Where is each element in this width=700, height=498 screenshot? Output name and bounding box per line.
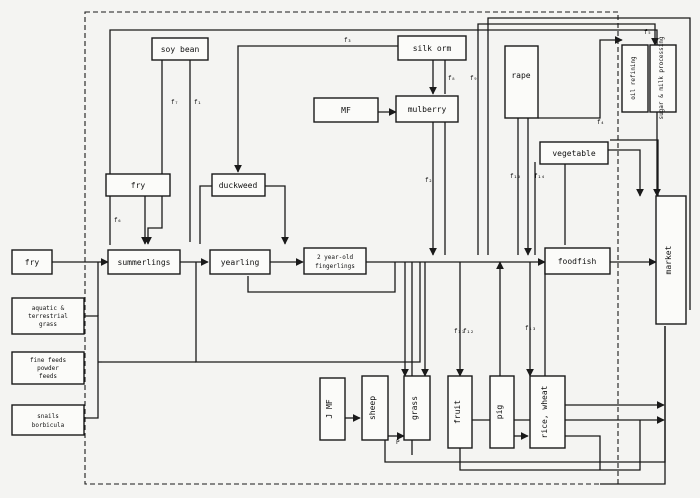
svg-text:MF: MF xyxy=(341,106,351,115)
node-grass: grass xyxy=(403,375,431,441)
flow-label-f5: f₅ xyxy=(644,29,651,36)
node-soy-bean: soy bean xyxy=(151,37,209,61)
svg-text:feeds: feeds xyxy=(39,373,57,380)
node-fry-pond: fry xyxy=(105,173,171,197)
svg-text:summerlings: summerlings xyxy=(118,258,171,267)
svg-text:rice, wheat: rice, wheat xyxy=(540,385,549,438)
flow-label-f13: f₁₃ xyxy=(525,325,536,332)
node-duckweed: duckweed xyxy=(211,173,266,197)
node-mulberry: mulberry xyxy=(395,95,459,123)
flow-label-f2: f₂ xyxy=(425,177,432,184)
node-fruit: fruit xyxy=(447,375,473,449)
flow-label-f4: f₄ xyxy=(597,119,604,126)
node-oil-refining: oil refining xyxy=(621,44,649,113)
flow-labels: f₃ f₇ f₁ f₆ f₈ f₉ f₂ f₁₀ f₄ f₅ f₁₁ f₁₂ f… xyxy=(114,29,651,446)
node-vegetable: vegetable xyxy=(539,141,609,165)
node-market: market xyxy=(655,195,687,325)
svg-text:fry: fry xyxy=(131,181,146,190)
svg-text:yearling: yearling xyxy=(221,258,260,267)
node-rice-wheat: rice, wheat xyxy=(529,375,566,449)
node-sugar-milk-processing: sugar & milk processing xyxy=(649,36,677,120)
node-mf-bottom: J MF xyxy=(319,377,346,441)
node-terrestrial-grass: aquatic & terrestrial grass xyxy=(11,297,85,335)
node-mf: MF xyxy=(313,97,379,123)
svg-text:grass: grass xyxy=(39,321,57,328)
svg-text:powder: powder xyxy=(37,365,59,372)
svg-text:vegetable: vegetable xyxy=(552,149,596,158)
node-fingerlings: 2 year-old fingerlings xyxy=(303,247,367,275)
svg-text:sugar & milk processing: sugar & milk processing xyxy=(658,36,665,119)
svg-text:market: market xyxy=(664,245,673,274)
system-boundary xyxy=(84,11,619,485)
svg-text:aquatic &: aquatic & xyxy=(32,305,65,312)
svg-text:rape: rape xyxy=(511,71,530,80)
node-sheep: sheep xyxy=(361,375,389,441)
svg-text:sheep: sheep xyxy=(368,396,377,420)
node-rape: rape xyxy=(504,45,539,119)
flow-label-f11: f₁₁ xyxy=(454,328,465,335)
flow-label-f3: f₃ xyxy=(344,37,351,44)
node-yearling: yearling xyxy=(209,249,271,275)
flow-label-f1: f₁ xyxy=(194,99,201,106)
flow-label-p: P xyxy=(396,439,400,446)
flow-label-f7: f₇ xyxy=(171,99,178,106)
node-fry-input: fry xyxy=(11,249,53,275)
svg-text:silk orm: silk orm xyxy=(413,44,452,53)
svg-text:oil refining: oil refining xyxy=(630,56,637,100)
node-foodfish: foodfish xyxy=(544,247,611,275)
svg-text:fingerlings: fingerlings xyxy=(315,263,355,270)
svg-text:foodfish: foodfish xyxy=(558,257,597,266)
svg-text:2 year-old: 2 year-old xyxy=(317,254,354,261)
node-snails: snails borbicula xyxy=(11,404,85,436)
flow-label-f12: f₁₂ xyxy=(463,328,474,335)
svg-text:J MF: J MF xyxy=(325,399,334,418)
svg-text:fry: fry xyxy=(25,258,40,267)
node-fine-feeds: fine feeds powder feeds xyxy=(11,351,85,385)
svg-text:grass: grass xyxy=(410,396,419,420)
svg-text:mulberry: mulberry xyxy=(408,105,447,114)
svg-text:borbicula: borbicula xyxy=(32,422,65,429)
svg-text:pig: pig xyxy=(495,405,504,420)
flow-label-f8: f₈ xyxy=(448,75,455,82)
svg-text:fine feeds: fine feeds xyxy=(30,357,67,364)
node-summerlings: summerlings xyxy=(107,249,181,275)
flow-label-f14: f₁₄ xyxy=(534,173,545,180)
node-pig: pig xyxy=(489,375,515,449)
node-silkworm: silk orm xyxy=(397,35,467,61)
svg-text:duckweed: duckweed xyxy=(219,181,258,190)
flow-label-f9: f₉ xyxy=(470,75,477,82)
svg-text:terrestrial: terrestrial xyxy=(28,313,68,320)
svg-text:soy bean: soy bean xyxy=(161,45,200,54)
svg-text:fruit: fruit xyxy=(453,400,462,424)
svg-text:snails: snails xyxy=(37,413,59,420)
flow-label-f10: f₁₀ xyxy=(510,173,521,180)
flow-label-f6: f₆ xyxy=(114,217,121,224)
